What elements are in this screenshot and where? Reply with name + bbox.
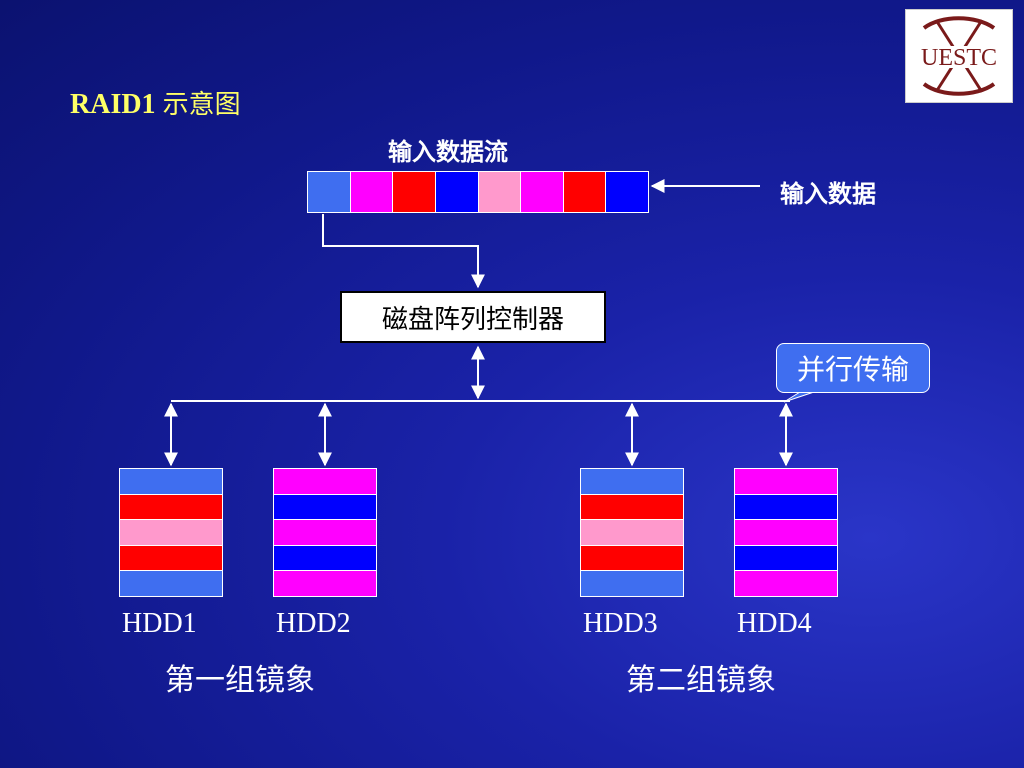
title-latin: RAID1 xyxy=(70,89,156,120)
disk-stripe xyxy=(581,494,683,521)
disk-array-controller: 磁盘阵列控制器 xyxy=(340,291,606,343)
disk-stripe xyxy=(735,469,837,495)
disk-stripe xyxy=(274,520,376,546)
mirror-group-2-label: 第二组镜象 xyxy=(626,663,776,698)
disk-stripe xyxy=(120,520,222,546)
disk-stripe xyxy=(274,469,376,495)
input-stream-label: 输入数据流 xyxy=(388,138,508,166)
disk-stripe xyxy=(735,545,837,572)
disk-stripe xyxy=(120,545,222,572)
disk-stripe xyxy=(735,571,837,596)
callout-tail xyxy=(783,391,815,403)
title-cn: 示意图 xyxy=(162,90,241,120)
disk-stripe xyxy=(735,494,837,521)
stream-cell xyxy=(350,172,394,212)
disk-stripe xyxy=(735,520,837,546)
stream-cell xyxy=(435,172,479,212)
disk-stripe xyxy=(581,469,683,495)
input-data-label: 输入数据 xyxy=(780,180,876,208)
hdd3-disk xyxy=(580,468,684,597)
hdd1-disk xyxy=(119,468,223,597)
parallel-transfer-callout: 并行传输 xyxy=(776,343,930,393)
mirror-group-1-label: 第一组镜象 xyxy=(165,663,315,698)
hdd4-disk xyxy=(734,468,838,597)
uestc-logo: UESTC xyxy=(905,9,1013,103)
stream-cell xyxy=(563,172,607,212)
disk-stripe xyxy=(581,520,683,546)
disk-stripe xyxy=(581,571,683,596)
disk-stripe xyxy=(120,494,222,521)
stream-cell xyxy=(521,172,564,212)
hdd3-label: HDD3 xyxy=(583,608,658,639)
hdd2-disk xyxy=(273,468,377,597)
disk-stripe xyxy=(274,571,376,596)
disk-stripe xyxy=(581,545,683,572)
hdd4-label: HDD4 xyxy=(737,608,812,639)
stream-cell xyxy=(478,172,522,212)
hdd2-label: HDD2 xyxy=(276,608,351,639)
input-data-stream xyxy=(307,171,649,213)
slide-title: RAID1 示意图 xyxy=(70,84,241,121)
stream-cell xyxy=(308,172,351,212)
disk-stripe xyxy=(120,469,222,495)
disk-stripe xyxy=(274,494,376,521)
logo-text: UESTC xyxy=(921,45,997,71)
hdd1-label: HDD1 xyxy=(122,608,197,639)
stream-cell xyxy=(393,172,436,212)
logo-emblem-icon: UESTC xyxy=(912,16,1006,96)
disk-stripe xyxy=(274,545,376,572)
stream-cell xyxy=(606,172,648,212)
disk-stripe xyxy=(120,571,222,596)
stream-to-controller-line xyxy=(322,214,485,289)
